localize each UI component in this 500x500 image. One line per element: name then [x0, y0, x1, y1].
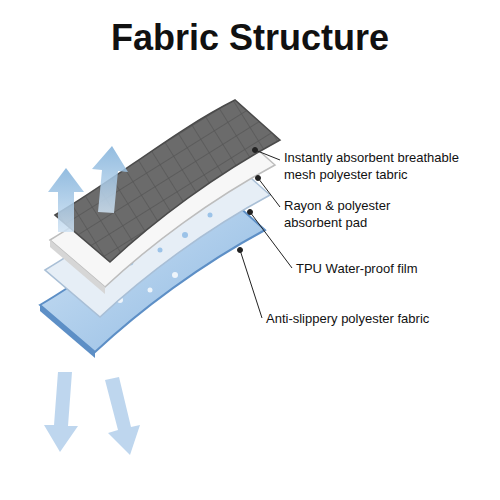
leader-dot	[256, 176, 261, 181]
vapor-arrow	[92, 146, 128, 213]
leader-dot	[253, 148, 258, 153]
layer-label: Anti-slippery polyester fabric	[266, 311, 491, 328]
layer-label: Rayon & polyester absorbent pad	[284, 198, 409, 232]
leader-dot	[248, 210, 253, 215]
water-drop	[172, 272, 178, 278]
leader-line	[258, 178, 280, 207]
layer-label: Instantly absorbent breathable mesh poly…	[284, 150, 494, 184]
water-drop	[158, 248, 163, 253]
water-drop	[148, 288, 153, 293]
vapor-arrow	[48, 168, 84, 232]
mesh-top-layer	[55, 100, 280, 262]
downward-arrow	[44, 372, 78, 452]
leader-line	[240, 250, 262, 318]
leader-line	[255, 150, 280, 160]
water-drop	[208, 213, 213, 218]
layer-label: TPU Water-proof film	[296, 261, 491, 278]
water-drop	[182, 232, 188, 238]
leader-dot	[238, 248, 243, 253]
downward-arrow	[105, 377, 140, 455]
diagram-title: Fabric Structure	[0, 18, 500, 58]
anti-slip-edge	[40, 305, 95, 358]
